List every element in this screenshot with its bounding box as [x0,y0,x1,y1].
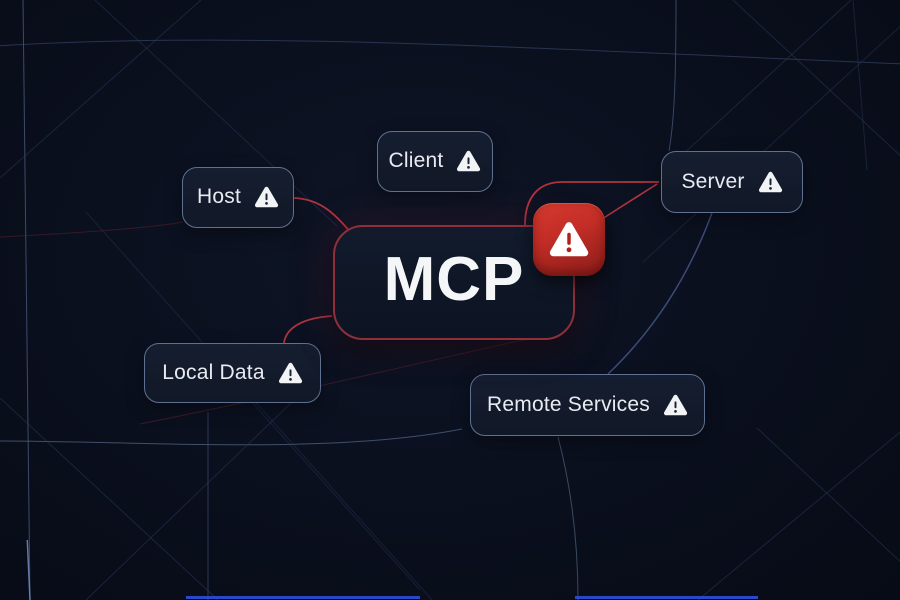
warning-triangle-icon [456,150,481,173]
node-host-label: Host [197,185,241,208]
warning-triangle-icon [548,221,590,259]
warning-triangle-icon [278,362,303,385]
warning-triangle-icon [254,186,279,209]
node-server-label: Server [681,169,745,193]
warning-triangle-icon [663,394,688,417]
warning-triangle-icon [758,171,783,194]
node-local-data[interactable]: Local Data [144,343,321,403]
alert-badge [533,203,605,276]
node-client-label: Client [388,149,444,172]
node-host[interactable]: Host [182,167,294,228]
node-server[interactable]: Server [661,151,803,213]
node-remote-services-label: Remote Services [487,392,650,416]
node-local-data-label: Local Data [162,360,265,384]
mcp-label: MCP [383,244,525,314]
node-remote-services[interactable]: Remote Services [470,374,705,436]
node-client[interactable]: Client [377,131,493,192]
